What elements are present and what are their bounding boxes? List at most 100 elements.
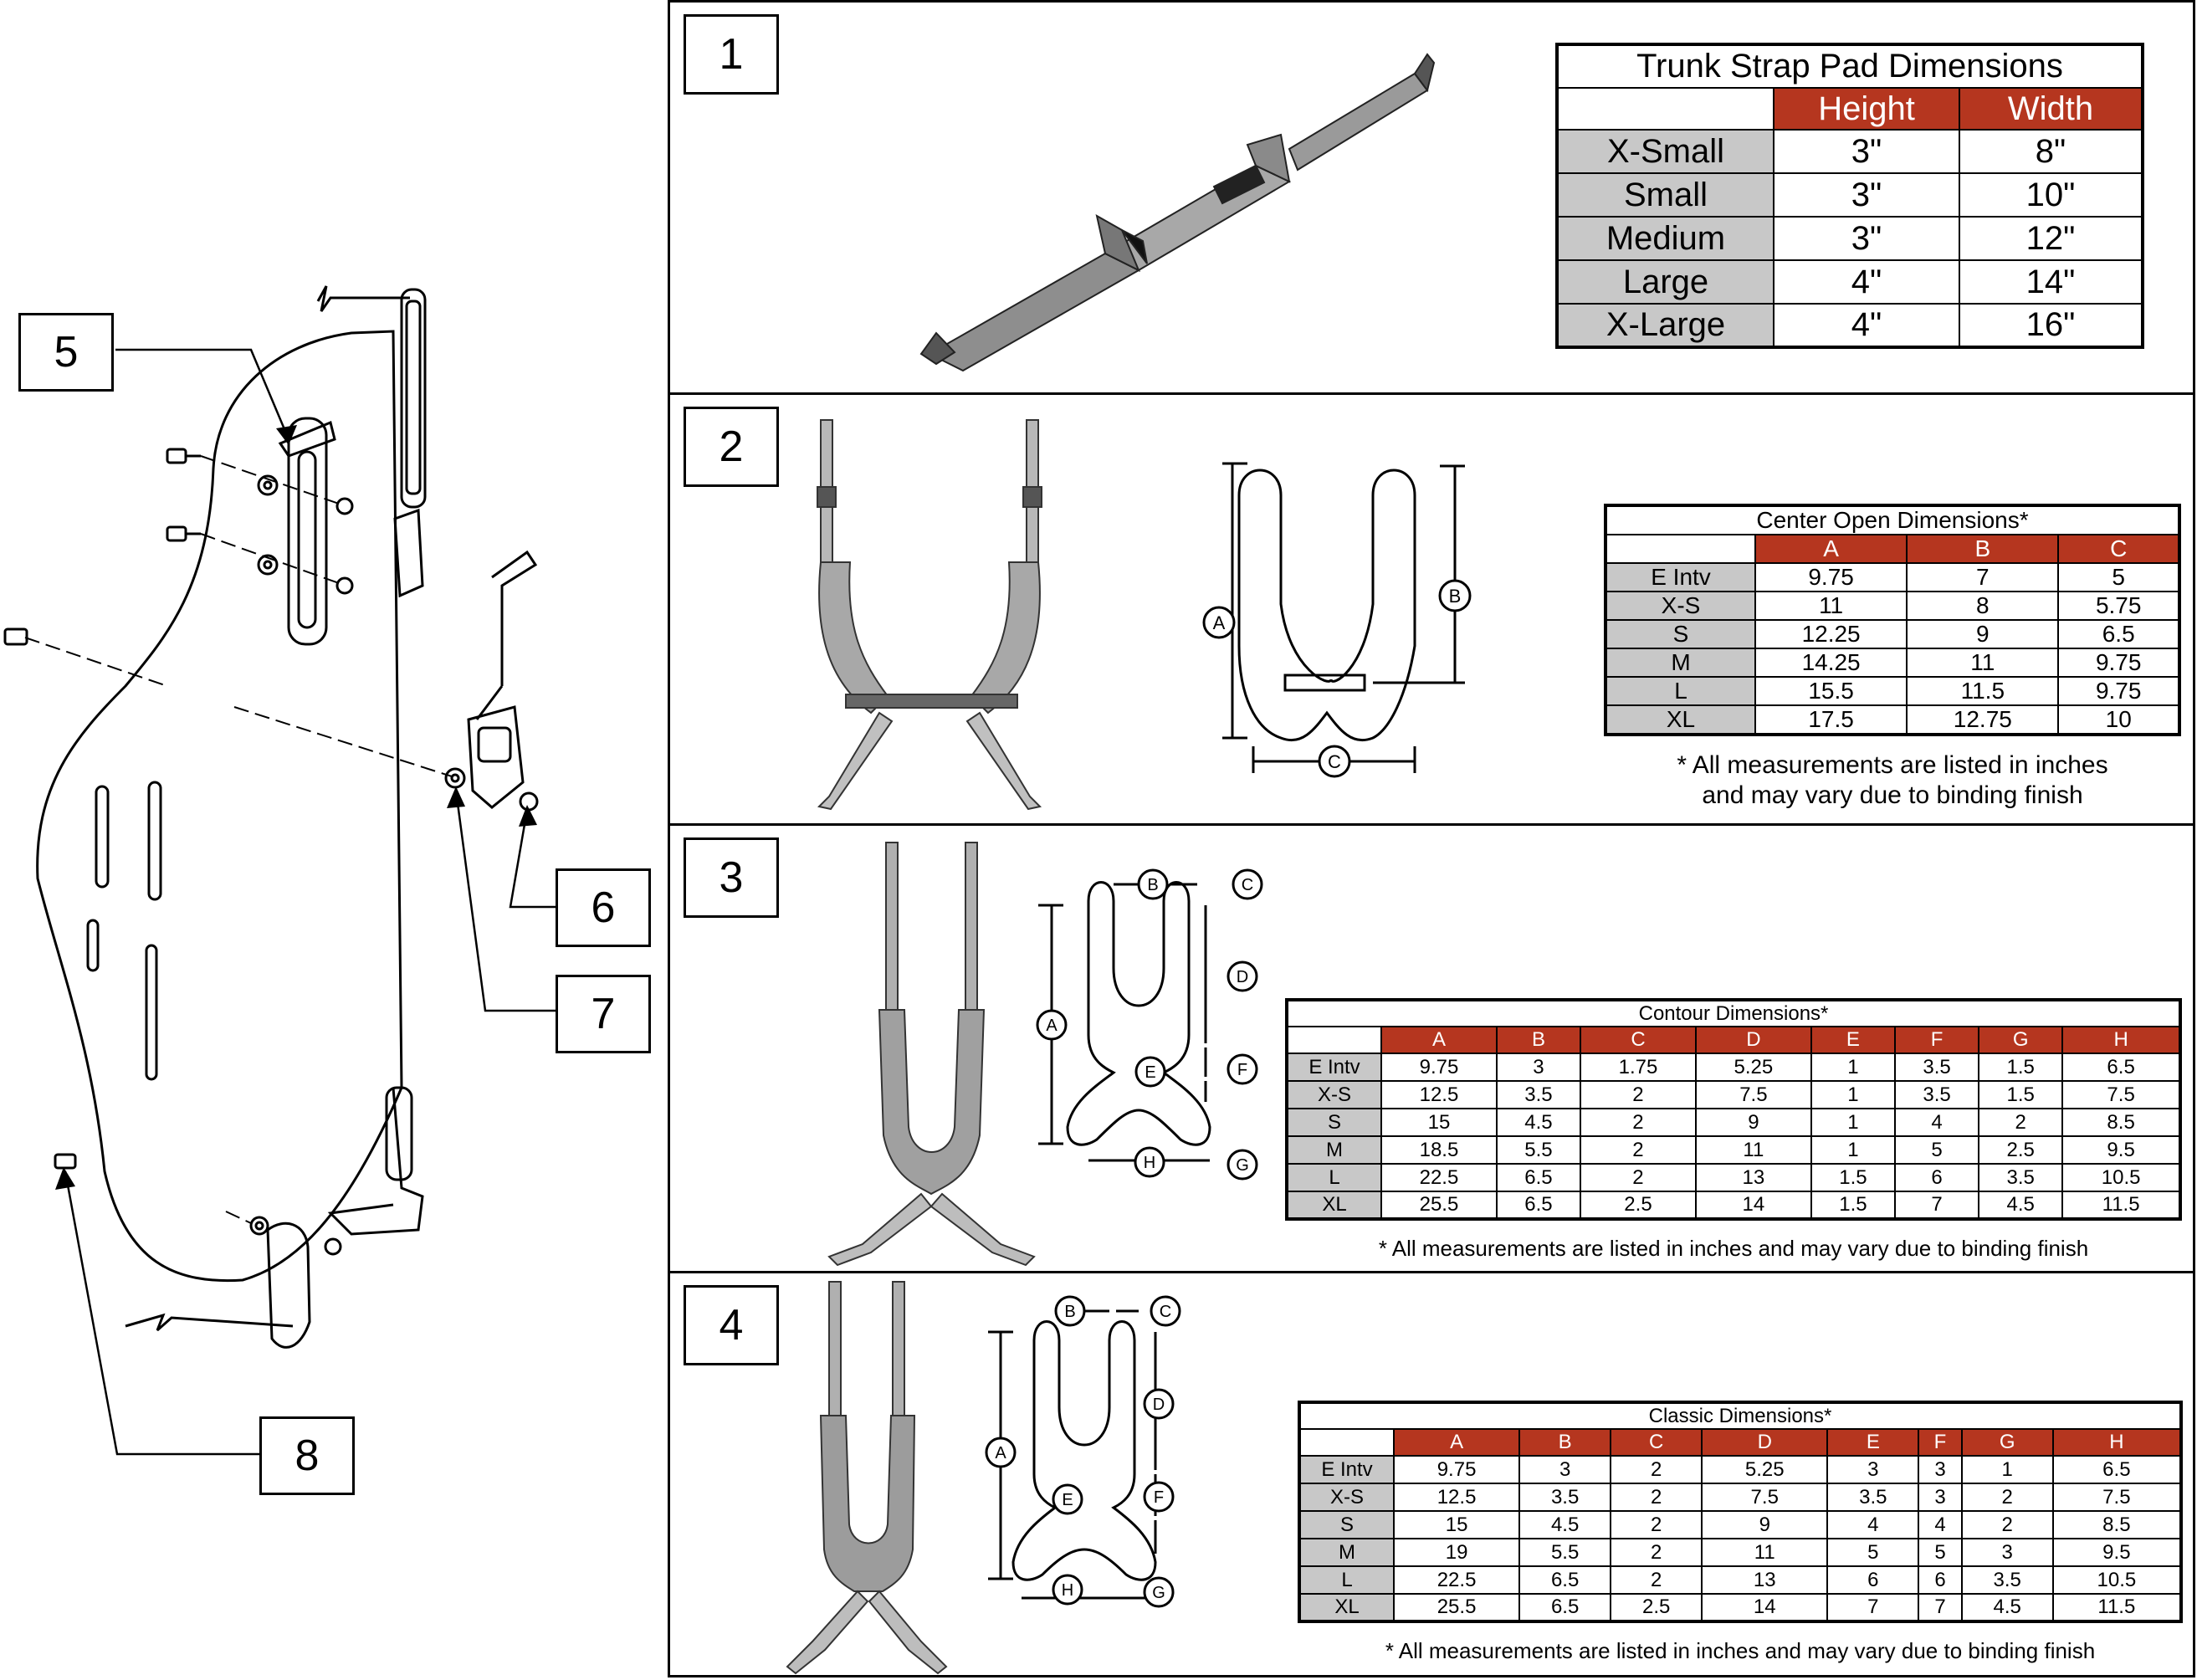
- dim-label-f: F: [1237, 1061, 1247, 1079]
- col-header: B: [1906, 534, 2060, 564]
- table-cell: 14: [1701, 1593, 1829, 1622]
- table-cell: 2: [1580, 1080, 1697, 1109]
- panel-2-center-open: 2 A B: [668, 392, 2195, 826]
- table-cell: 1: [1810, 1053, 1896, 1082]
- col-header: B: [1518, 1428, 1612, 1457]
- washer-item-7: [444, 767, 466, 789]
- table-cell: 6.5: [2051, 1455, 2183, 1484]
- table-cell: 25.5: [1392, 1593, 1521, 1622]
- row-label: L: [1605, 676, 1756, 706]
- row-label: E Intv: [1286, 1053, 1382, 1082]
- table-cell: 3: [1918, 1455, 1963, 1484]
- table-cell: 6: [1893, 1163, 1980, 1192]
- table-cell: 3: [1826, 1455, 1920, 1484]
- table-cell: 12.25: [1754, 619, 1908, 649]
- table-cell: 8.5: [2051, 1510, 2183, 1539]
- row-label: S: [1605, 619, 1756, 649]
- table-cell: 3.5: [1518, 1483, 1612, 1512]
- table-cell: 5: [1918, 1538, 1963, 1567]
- table-cell: 7: [1826, 1593, 1920, 1622]
- table-cell: 7: [1906, 562, 2060, 592]
- table-cell: 11.5: [2061, 1191, 2181, 1220]
- dim-label-g: G: [1236, 1156, 1249, 1175]
- table-cell: 10: [2057, 704, 2180, 735]
- table-cell: 3": [1773, 172, 1960, 218]
- center-open-harness-drawing: A B C: [817, 419, 1472, 811]
- table-cell: 1: [1810, 1108, 1896, 1137]
- table-cell: 3: [1918, 1483, 1963, 1512]
- table-cell: 11.5: [2051, 1593, 2183, 1622]
- col-header: F: [1918, 1428, 1963, 1457]
- table-cell: 3": [1773, 129, 1960, 174]
- table-cell: 11: [1701, 1538, 1829, 1567]
- col-header: C: [1580, 1026, 1697, 1054]
- table-cell: 11: [1754, 591, 1908, 621]
- table-title: Classic Dimensions*: [1298, 1401, 2182, 1430]
- row-label: Medium: [1556, 216, 1774, 261]
- table-cell: 9: [1701, 1510, 1829, 1539]
- table-cell: 13: [1694, 1163, 1812, 1192]
- row-label: X-Large: [1556, 303, 1774, 348]
- col-header: H: [2061, 1026, 2181, 1054]
- row-label: Small: [1556, 172, 1774, 218]
- dim-label-a: A: [1046, 1017, 1058, 1035]
- col-header: B: [1495, 1026, 1582, 1054]
- table-cell: 4: [1893, 1108, 1980, 1137]
- table-cell: 1.5: [1978, 1053, 2064, 1082]
- dim-markers-p4: A B C D E F G H: [985, 1295, 1181, 1608]
- table-cell: 7.5: [1701, 1483, 1829, 1512]
- dim-label-c: C: [1242, 876, 1253, 894]
- panel-number: 4: [684, 1285, 779, 1365]
- table-cell: 6: [1826, 1565, 1920, 1595]
- table-title: Contour Dimensions*: [1286, 999, 2181, 1027]
- table-cell: 25.5: [1380, 1191, 1498, 1220]
- table-cell: 3.5: [1495, 1080, 1582, 1109]
- row-label: X-S: [1298, 1483, 1395, 1512]
- note-line-2: and may vary due to binding finish: [1702, 781, 2083, 809]
- table-cell: 1.75: [1580, 1053, 1697, 1082]
- row-label: M: [1286, 1135, 1382, 1165]
- table-cell: 4.5: [1978, 1191, 2064, 1220]
- table-cell: 11.5: [1906, 676, 2060, 706]
- dim-label-a: A: [995, 1444, 1006, 1462]
- table-cell: 7.5: [1694, 1080, 1812, 1109]
- col-header: Width: [1959, 87, 2143, 131]
- table-cell: 15: [1380, 1108, 1498, 1137]
- table-cell: 1: [1810, 1080, 1896, 1109]
- dim-label-c: C: [1160, 1303, 1171, 1321]
- screw-group: [3, 448, 201, 1170]
- table-cell: 6.5: [1518, 1593, 1612, 1622]
- table-cell: 14": [1959, 259, 2143, 305]
- table-title: Center Open Dimensions*: [1605, 505, 2180, 535]
- callout-7: 7: [556, 975, 651, 1053]
- table-cell: 6: [1918, 1565, 1963, 1595]
- classic-note: * All measurements are listed in inches …: [1385, 1638, 2096, 1663]
- table-cell: 9.75: [1392, 1455, 1521, 1484]
- table-cell: 11: [1694, 1135, 1812, 1165]
- col-header: A: [1380, 1026, 1498, 1054]
- col-header: H: [2051, 1428, 2183, 1457]
- table-cell: 22.5: [1380, 1163, 1498, 1192]
- table-cell: 6.5: [1518, 1565, 1612, 1595]
- table-cell: 19: [1392, 1538, 1521, 1567]
- backrest-exploded-drawing: [3, 285, 594, 1456]
- table-cell: 2.5: [1978, 1135, 2064, 1165]
- table-title: Trunk Strap Pad Dimensions: [1556, 44, 2143, 89]
- table-cell: 17.5: [1754, 704, 1908, 735]
- dim-label-h: H: [1062, 1581, 1073, 1600]
- row-label: XL: [1286, 1191, 1382, 1220]
- dim-label-d: D: [1237, 968, 1248, 986]
- table-cell: 9.75: [2057, 676, 2180, 706]
- table-cell: 2: [1960, 1510, 2054, 1539]
- table-cell: 1.5: [1810, 1191, 1896, 1220]
- dim-markers-p2: A B C: [1202, 579, 1472, 778]
- table-cell: 4.5: [1495, 1108, 1582, 1137]
- col-header: C: [2057, 534, 2180, 564]
- callout-6: 6: [556, 868, 651, 947]
- table-cell: 5: [1893, 1135, 1980, 1165]
- contour-outline: [1066, 881, 1211, 1146]
- table-cell: 4": [1773, 259, 1960, 305]
- table-cell: 4": [1773, 303, 1960, 348]
